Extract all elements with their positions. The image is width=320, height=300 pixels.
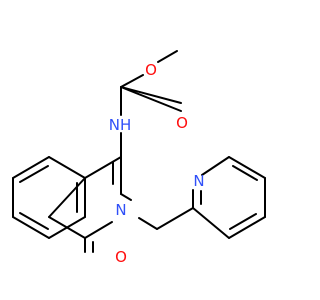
bond-benzo-1: [48, 156, 86, 179]
molecule-drawing: O O NH N N O: [12, 50, 266, 266]
atom-ring-nitrogen: N: [115, 201, 126, 219]
bond-carbonylc-o-double-a: [120, 86, 182, 112]
bond-c4-c4a: [84, 156, 122, 179]
bond-n2-ch2: [138, 217, 158, 230]
bond-benzo-inner-1: [19, 165, 49, 183]
bond-py-2: [201, 156, 230, 176]
bond-methyl-o: [157, 50, 178, 63]
bond-py-3: [228, 156, 266, 179]
atom-amide-nitrogen: NH: [109, 116, 132, 134]
bond-ch2-pyc2: [156, 207, 194, 230]
structure-canvas: O O NH N N O: [12, 50, 266, 266]
bond-py-6: [192, 207, 230, 239]
atom-carbamate-oxygen: O: [176, 114, 188, 132]
bond-py-inner-2: [232, 165, 258, 181]
bond-benzo-2: [12, 156, 50, 179]
bond-carbonylc-o-double-b: [120, 86, 182, 104]
bond-c8a-c4a: [48, 177, 86, 218]
atom-lactam-oxygen: O: [115, 248, 127, 266]
bond-benzo-inner-2: [19, 212, 49, 230]
bond-n2-c1: [84, 221, 113, 239]
bond-benzo-5: [48, 216, 86, 239]
atom-ester-oxygen: O: [145, 61, 157, 79]
bond-c3-n2: [120, 193, 132, 201]
bond-o-carbonylc: [120, 74, 144, 88]
bond-py-inner-3: [229, 213, 257, 230]
atom-pyridine-nitrogen: N: [193, 172, 204, 190]
bond-py-5: [228, 216, 266, 239]
bond-benzo-4: [12, 216, 50, 239]
